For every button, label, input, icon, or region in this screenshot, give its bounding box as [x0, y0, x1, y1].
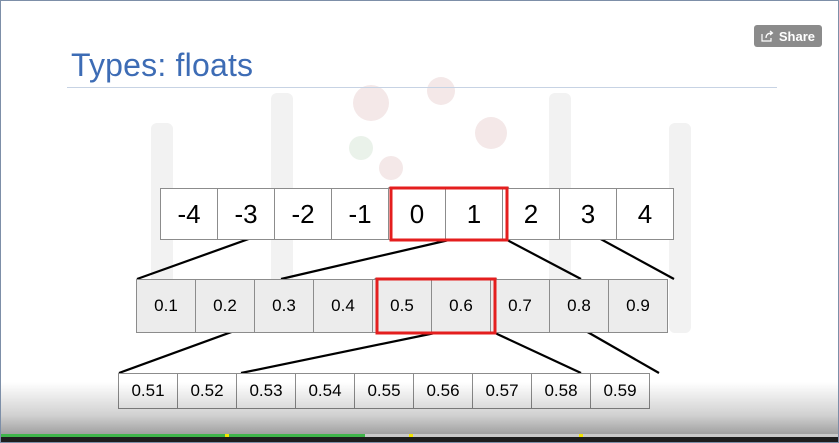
- integer-highlight-box: [389, 186, 509, 242]
- number-cell: 0.52: [177, 373, 237, 409]
- number-cell: -4: [160, 188, 218, 240]
- share-button[interactable]: Share: [753, 25, 822, 47]
- number-cell: 0.7: [490, 279, 550, 333]
- number-cell: 1: [445, 188, 503, 240]
- number-cell: -1: [331, 188, 389, 240]
- title-divider: [67, 87, 777, 88]
- number-cell: 3: [559, 188, 617, 240]
- watermark-logo: [151, 77, 691, 333]
- chapter-marker[interactable]: [409, 434, 414, 437]
- number-cell: -2: [274, 188, 332, 240]
- share-icon: [761, 30, 774, 42]
- zoom-line: [240, 331, 436, 375]
- number-cell: 0.59: [590, 373, 650, 409]
- number-cell: 0.51: [118, 373, 178, 409]
- hundredths-row: 0.51 0.52 0.53 0.54 0.55 0.56 0.57 0.58 …: [118, 373, 650, 409]
- zoom-line: [494, 332, 582, 374]
- progress-fill: [1, 434, 366, 437]
- number-cell: 0.57: [472, 373, 532, 409]
- number-cell: 0.1: [136, 279, 196, 333]
- zoom-line: [506, 239, 582, 280]
- number-cell: 0.53: [236, 373, 296, 409]
- number-cell: 0.8: [549, 279, 609, 333]
- zoom-line: [280, 238, 450, 281]
- number-cell: 4: [616, 188, 674, 240]
- number-cell: 0.2: [195, 279, 255, 333]
- number-cell: 2: [502, 188, 560, 240]
- integer-row: -4 -3 -2 -1 0 1 2 3 4: [160, 188, 674, 240]
- progress-bar[interactable]: [1, 434, 838, 437]
- tenths-row: 0.1 0.2 0.3 0.4 0.5 0.6 0.7 0.8 0.9: [136, 279, 668, 333]
- chapter-marker[interactable]: [578, 434, 583, 437]
- chapter-marker[interactable]: [225, 434, 230, 437]
- number-cell: 0.6: [431, 279, 491, 333]
- share-label: Share: [778, 28, 815, 44]
- number-cell: 0.5: [372, 279, 432, 333]
- number-cell: 0.54: [295, 373, 355, 409]
- tenths-highlight-box: [375, 277, 497, 335]
- control-bar: [1, 437, 838, 442]
- number-cell: 0.4: [313, 279, 373, 333]
- number-cell: 0.58: [531, 373, 591, 409]
- slide-title: Types: floats: [71, 47, 254, 83]
- number-cell: 0.9: [608, 279, 668, 333]
- number-cell: -3: [217, 188, 275, 240]
- number-cell: 0.3: [254, 279, 314, 333]
